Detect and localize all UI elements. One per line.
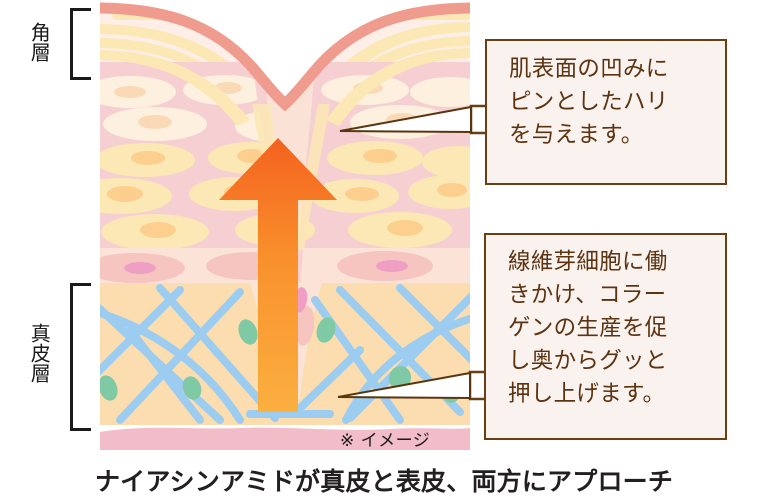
bracket-stratum-corneum — [70, 8, 91, 80]
image-disclaimer-note: ※ イメージ — [340, 431, 431, 451]
layer-label-dermis: 真皮層 — [27, 323, 52, 383]
callout-line: 線維芽細胞に働 — [508, 249, 668, 275]
bracket-dermis — [70, 283, 91, 431]
callout-line: 押し上げます。 — [508, 381, 666, 407]
callout-line: し奥からグッと — [508, 348, 668, 374]
layer-label-stratum-corneum: 角層 — [27, 22, 52, 62]
callout-line: ピンとしたハリ — [509, 89, 669, 115]
callout-fibroblast-effect: 線維芽細胞に働 きかけ、コラー ゲンの生産を促 し奥からグッと 押し上げます。 — [484, 233, 727, 440]
skin-diagram — [100, 0, 470, 450]
callout-surface-effect: 肌表面の凹みに ピンとしたハリ を与えます。 — [485, 39, 727, 185]
diagram-layers — [100, 0, 470, 450]
callout-line: きかけ、コラー — [508, 282, 667, 308]
page-caption: ナイアシンアミドが真皮と表皮、両方にアプローチ — [94, 467, 674, 496]
callout-line: を与えます。 — [509, 122, 644, 148]
upward-lift-arrow — [219, 138, 337, 412]
callout-line: ゲンの生産を促 — [508, 315, 668, 341]
callout-line: 肌表面の凹みに — [509, 56, 669, 82]
